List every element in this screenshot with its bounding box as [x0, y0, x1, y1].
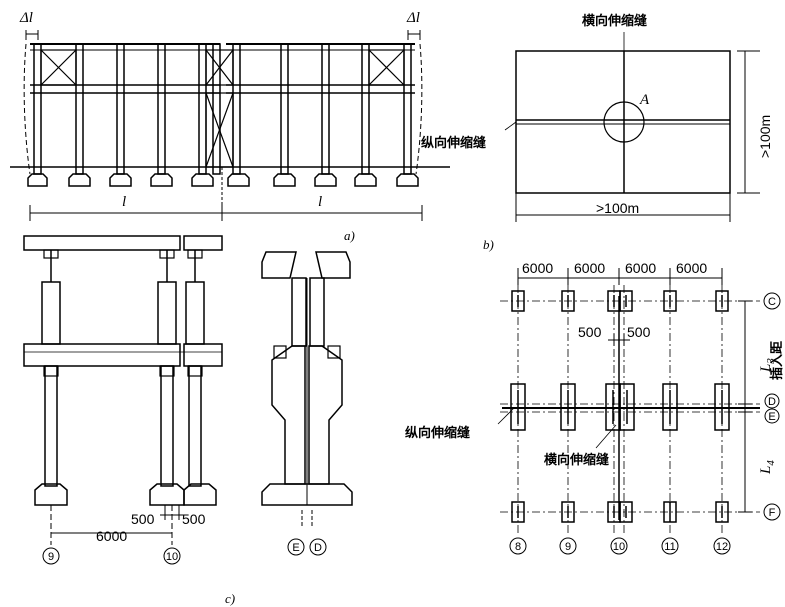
panel-b-plan — [504, 32, 760, 222]
delta-l-right-label: Δl — [406, 10, 420, 26]
axis-bubble-c: C — [763, 292, 781, 310]
axis-bubble-10: 10 — [163, 547, 181, 565]
span-l-right-label: l — [318, 194, 322, 210]
delta-l-left-label: Δl — [19, 10, 33, 26]
plan-axis-bubbles-bottom: 8 9 10 11 12 — [509, 537, 731, 555]
svg-text:10: 10 — [166, 551, 178, 563]
insert-distance-label: 插入距 — [769, 341, 785, 380]
plan-spacing-2: 6000 — [574, 260, 605, 276]
axis-bubble-d-plan: D — [764, 393, 780, 409]
svg-text:8: 8 — [515, 541, 521, 553]
plan-axis-bubbles-right: C D E F — [763, 292, 781, 521]
axis-bubble-12: 12 — [713, 537, 731, 555]
plan-dim-l3: L3 — [758, 358, 777, 373]
panel-a-frame-elevation — [10, 30, 450, 221]
svg-text:L3: L3 — [758, 358, 777, 373]
axis-bubble-e-plan: E — [764, 408, 780, 424]
axis-bubble-f: F — [763, 503, 781, 521]
plan-dim-l4: L4 — [758, 460, 777, 475]
plan-spacing-4: 6000 — [676, 260, 707, 276]
svg-text:E: E — [292, 542, 299, 554]
svg-text:E: E — [768, 411, 775, 423]
plan-grid — [497, 268, 760, 535]
axis-bubble-8: 8 — [509, 537, 527, 555]
axis-bubble-9: 9 — [42, 547, 60, 565]
axis-bubble-9-plan: 9 — [559, 537, 577, 555]
point-a-label: A — [639, 92, 650, 108]
svg-text:C: C — [768, 296, 776, 308]
svg-text:L4: L4 — [758, 460, 777, 475]
svg-text:F: F — [769, 507, 776, 519]
svg-text:D: D — [314, 542, 322, 554]
svg-text:9: 9 — [565, 541, 571, 553]
plan-longitudinal-joint-label: 纵向伸缩缝 — [405, 425, 470, 441]
width-dimension-label: >100m — [596, 200, 639, 216]
panel-b-caption: b) — [483, 237, 494, 252]
section-detail — [261, 251, 353, 528]
svg-text:D: D — [768, 396, 776, 408]
svg-text:10: 10 — [613, 541, 625, 553]
span-l-left-label: l — [122, 194, 126, 210]
axis-bubble-10-plan: 10 — [610, 537, 628, 555]
height-dimension-label: >100m — [757, 115, 773, 158]
longitudinal-joint-label: 纵向伸缩缝 — [421, 135, 486, 151]
svg-text:12: 12 — [716, 541, 728, 553]
plan-transverse-joint-label: 横向伸缩缝 — [544, 452, 609, 468]
axis-bubble-e: E — [287, 538, 305, 556]
plan-dim-500-left: 500 — [578, 324, 602, 340]
panel-c-elevation — [23, 235, 223, 545]
dim-6000: 6000 — [96, 528, 127, 544]
dim-500-left: 500 — [131, 511, 155, 527]
transverse-joint-label: 横向伸缩缝 — [582, 13, 647, 29]
plan-dim-500-right: 500 — [627, 324, 651, 340]
svg-text:9: 9 — [48, 551, 54, 563]
plan-spacing-1: 6000 — [522, 260, 553, 276]
axis-bubble-11: 11 — [661, 537, 679, 555]
axis-bubble-d: D — [309, 538, 327, 556]
svg-text:11: 11 — [664, 541, 675, 553]
dim-500-right: 500 — [182, 511, 206, 527]
plan-spacing-3: 6000 — [625, 260, 656, 276]
panel-a-caption: a) — [344, 228, 355, 243]
panel-c-caption: c) — [225, 591, 235, 606]
